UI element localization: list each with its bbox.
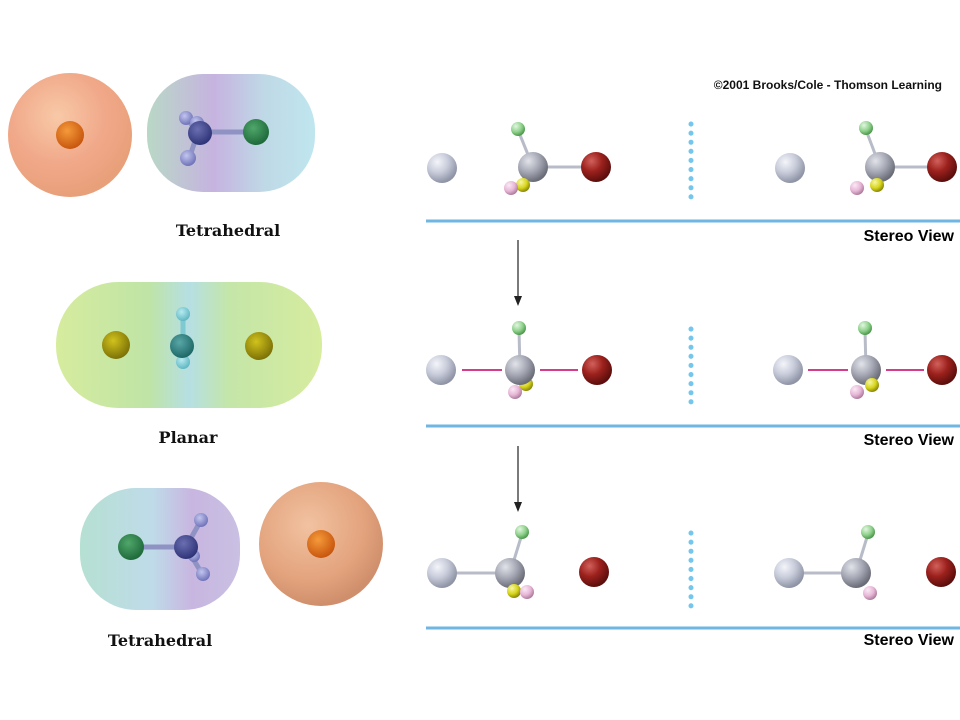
hydrogen-atom [176,307,190,321]
stereo-view-label: Stereo View [864,632,955,649]
nucleophile-sphere [774,558,804,588]
substituent-green [515,525,529,539]
leaving-group-sphere [926,557,956,587]
nucleophile-sphere [773,355,803,385]
central-carbon [865,152,895,182]
substituent-yellow [516,178,530,192]
substituent-pink [850,181,864,195]
central-carbon [495,558,525,588]
central-carbon [841,558,871,588]
substituent-pink [520,585,534,599]
substituent-green [861,525,875,539]
hydrogen-atom [179,111,193,125]
reaction-arrow [514,240,522,306]
partial-nucleophile-atom [102,331,130,359]
substituent-green [858,321,872,335]
carbon-atom [174,535,198,559]
nucleophile-sphere [427,558,457,588]
leaving-group-sphere [927,152,957,182]
substituent-yellow [865,378,879,392]
geometry-label: Tetrahedral [176,221,280,240]
hydrogen-atom [180,150,196,166]
chlorine-atom [118,534,144,560]
leaving-group-sphere [927,355,957,385]
stereo-row-1-reactants: Stereo View [426,121,960,245]
central-carbon [851,355,881,385]
stereo-row-2-transition-state: Stereo View [426,321,960,449]
substituent-green [511,122,525,136]
left-row-3-tetrahedral: Tetrahedral [80,482,383,650]
copyright-notice: ©2001 Brooks/Cole - Thomson Learning [714,78,942,92]
chlorine-atom [243,119,269,145]
leaving-group-sphere [581,152,611,182]
geometry-label: Tetrahedral [108,631,212,650]
stereo-view-label: Stereo View [864,228,955,245]
carbon-atom [188,121,212,145]
hydrogen-atom [196,567,210,581]
substituent-green [512,321,526,335]
hydrogen-atom [176,355,190,369]
substituent-pink [508,385,522,399]
arrow-head [514,296,522,306]
carbon-atom [170,334,194,358]
left-row-1-tetrahedral: Tetrahedral [8,73,315,240]
geometry-label: Planar [159,428,218,447]
arrow-head [514,502,522,512]
partial-leaving-atom [245,332,273,360]
stereo-view-label: Stereo View [864,432,955,449]
nucleophile-sphere [775,153,805,183]
substituent-yellow [870,178,884,192]
substituent-pink [504,181,518,195]
stereo-row-3-products: Stereo View [426,525,960,649]
nucleophile-sphere [427,153,457,183]
nucleophile-atom [56,121,84,149]
leaving-group-sphere [579,557,609,587]
left-row-2-planar: Planar [56,282,322,447]
leaving-group-atom [307,530,335,558]
nucleophile-sphere [426,355,456,385]
substituent-pink [863,586,877,600]
substituent-green [859,121,873,135]
substituent-yellow [507,584,521,598]
central-carbon [505,355,535,385]
central-carbon [518,152,548,182]
leaving-group-sphere [582,355,612,385]
hydrogen-atom [194,513,208,527]
reaction-arrow [514,446,522,512]
substituent-pink [850,385,864,399]
